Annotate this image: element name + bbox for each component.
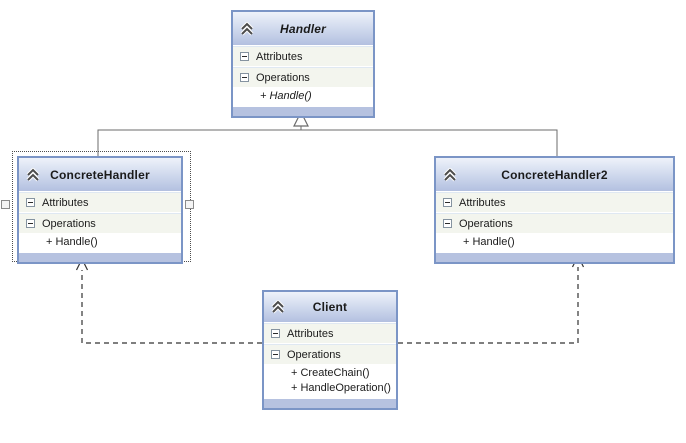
minus-box-icon[interactable] [271,329,280,338]
generalization-connector[interactable] [97,110,558,156]
operations-section[interactable]: Operations [436,213,673,234]
minus-box-icon[interactable] [443,219,452,228]
method-item[interactable]: + Handle() [260,90,312,102]
method-item[interactable]: + CreateChain() [291,367,370,379]
section-label: Attributes [459,196,506,209]
class-header: ConcreteHandler2 [436,158,673,192]
chevron-double-up-icon[interactable] [25,166,41,182]
dependency-connector-left[interactable] [75,257,263,344]
class-box-concrete-handler2[interactable]: ConcreteHandler2 Attributes Operations +… [434,156,675,264]
class-footer-band [264,398,396,408]
section-label: Operations [459,217,513,230]
class-title: ConcreteHandler [50,167,150,182]
method-item[interactable]: + Handle() [463,236,515,248]
class-title: ConcreteHandler2 [501,167,608,182]
attributes-section[interactable]: Attributes [233,46,373,67]
operations-section[interactable]: Operations [233,67,373,88]
section-label: Operations [287,348,341,361]
class-title: Handler [279,21,327,36]
class-box-handler[interactable]: Handler Attributes Operations + Handle() [231,10,375,118]
section-label: Attributes [42,196,89,209]
class-footer-band [19,252,181,262]
operations-section[interactable]: Operations [264,344,396,365]
section-label: Operations [256,71,310,84]
selection-handle-left[interactable] [1,200,10,209]
chevron-double-up-icon[interactable] [239,20,255,36]
method-item[interactable]: + Handle() [46,236,98,248]
minus-box-icon[interactable] [26,198,35,207]
section-label: Attributes [287,327,334,340]
minus-box-icon[interactable] [26,219,35,228]
minus-box-icon[interactable] [443,198,452,207]
section-label: Operations [42,217,96,230]
method-item[interactable]: + HandleOperation() [291,382,391,394]
section-label: Attributes [256,50,303,63]
minus-box-icon[interactable] [240,73,249,82]
method-list: + Handle() [19,234,181,252]
class-footer-band [436,252,673,262]
class-header: Client [264,292,396,323]
class-header: Handler [233,12,373,46]
minus-box-icon[interactable] [271,350,280,359]
selection-handle-right[interactable] [185,200,194,209]
method-list: + CreateChain() + HandleOperation() [264,365,396,398]
minus-box-icon[interactable] [240,52,249,61]
class-title: Client [312,300,348,314]
class-header: ConcreteHandler [19,158,181,192]
method-list: + Handle() [233,88,373,106]
attributes-section[interactable]: Attributes [436,192,673,213]
attributes-section[interactable]: Attributes [264,323,396,344]
dependency-connector-right[interactable] [398,254,585,344]
operations-section[interactable]: Operations [19,213,181,234]
chevron-double-up-icon[interactable] [442,166,458,182]
chevron-double-up-icon[interactable] [270,299,286,314]
hollow-triangle-arrowhead [293,110,309,127]
class-box-client[interactable]: Client Attributes Operations + CreateCha… [262,290,398,410]
class-box-concrete-handler[interactable]: ConcreteHandler Attributes Operations + … [17,156,183,264]
method-list: + Handle() [436,234,673,252]
attributes-section[interactable]: Attributes [19,192,181,213]
class-footer-band [233,106,373,116]
